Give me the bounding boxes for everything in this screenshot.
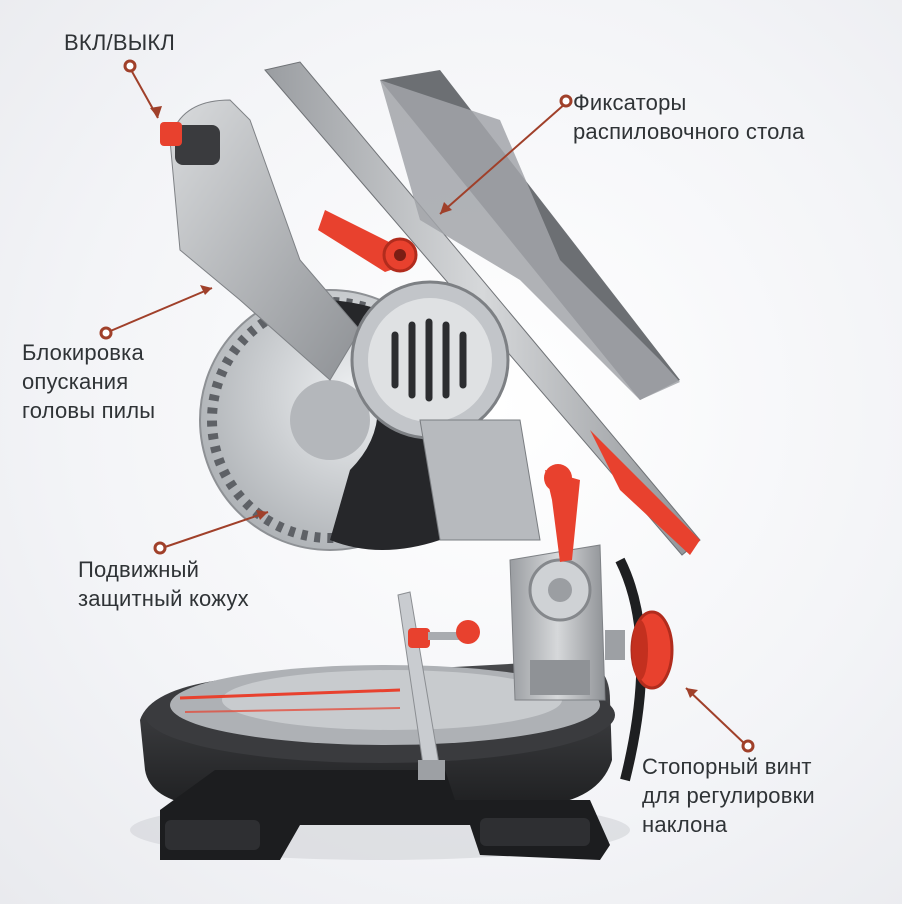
callout-arrowheads <box>150 106 698 698</box>
table-lock-levers <box>318 210 580 562</box>
power-switch-button <box>160 122 182 146</box>
blade-guard-label: Подвижный защитный кожух <box>78 557 249 611</box>
bevel-knob-label: Стопорный винт для регулировки наклона <box>642 754 815 837</box>
callout-dots <box>99 59 755 753</box>
power-switch-label: ВКЛ/ВЫКЛ <box>64 30 176 55</box>
table-latches-label: Фиксаторы распиловочного стола <box>573 90 805 144</box>
saw-base <box>140 591 615 860</box>
callout-leaders <box>107 67 747 746</box>
clamp <box>408 620 480 648</box>
pivot-post <box>509 544 606 701</box>
head-lock-label: Блокировка опускания головы пилы <box>22 340 156 423</box>
motor-housing <box>169 99 541 541</box>
bevel-knob <box>605 557 674 782</box>
